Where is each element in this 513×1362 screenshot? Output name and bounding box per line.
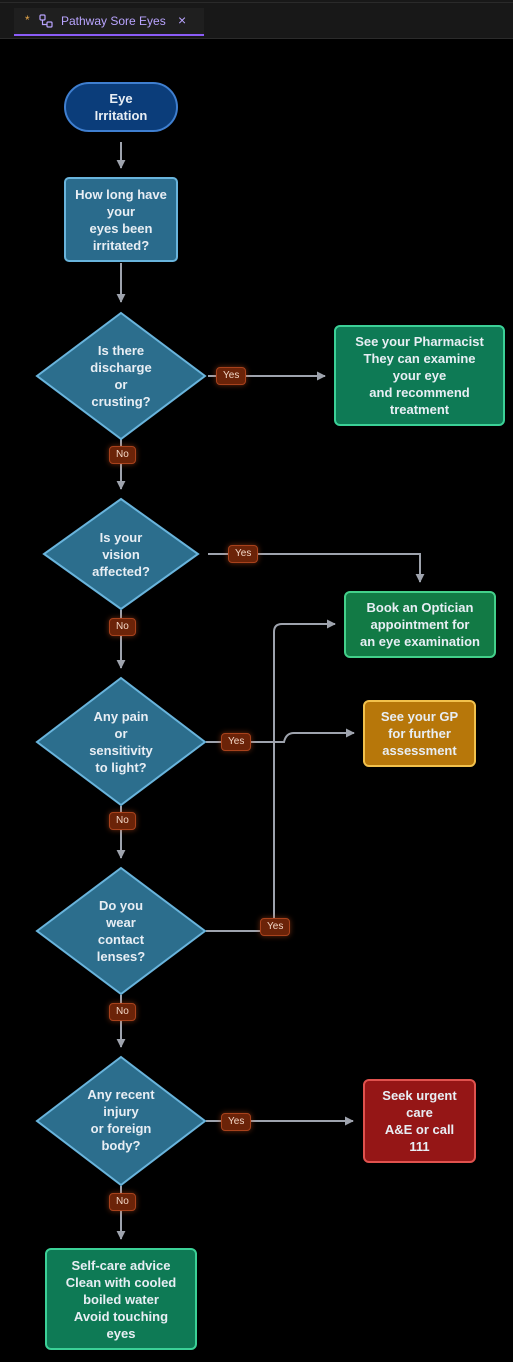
edge-label-pain-no: No [109,812,136,830]
tab-pathway-sore-eyes[interactable]: * Pathway Sore Eyes × [14,8,204,36]
edge-contacts-yes [206,619,336,932]
edge-label-contacts-yes: Yes [260,918,291,936]
nodes [35,82,505,1350]
edge-label-vision-no: No [109,618,136,636]
tab-title: Pathway Sore Eyes [61,14,166,28]
injury-decision [35,1055,207,1187]
duration-node [64,177,178,262]
workflow-icon [39,14,53,28]
pain-decision [35,676,207,807]
edge-pain-yes [206,728,355,743]
edge-label-discharge-yes: Yes [216,367,247,385]
urgent-node [363,1079,476,1163]
edges [116,142,425,1240]
edge-label-vision-yes: Yes [228,545,259,563]
pharmacist-node [334,325,505,426]
tab-bar-top-border [0,2,513,3]
edge-label-injury-yes: Yes [221,1113,252,1131]
unsaved-indicator: * [25,13,30,27]
optician-node [344,591,496,658]
edge-label-pain-yes: Yes [221,733,252,751]
edge-label-contacts-no: No [109,1003,136,1021]
edge-label-injury-no: No [109,1193,136,1211]
vision-decision [42,497,200,611]
selfcare-node [45,1248,197,1350]
gp-node [363,700,476,767]
discharge-decision [35,311,207,441]
close-icon[interactable]: × [178,12,187,28]
flowchart-canvas [35,82,505,1350]
start-node [64,82,178,132]
edge-vision-yes [208,553,425,583]
edge-label-discharge-no: No [109,446,136,464]
editor-tab-bar: * Pathway Sore Eyes × [0,0,513,39]
contacts-decision [35,866,207,996]
